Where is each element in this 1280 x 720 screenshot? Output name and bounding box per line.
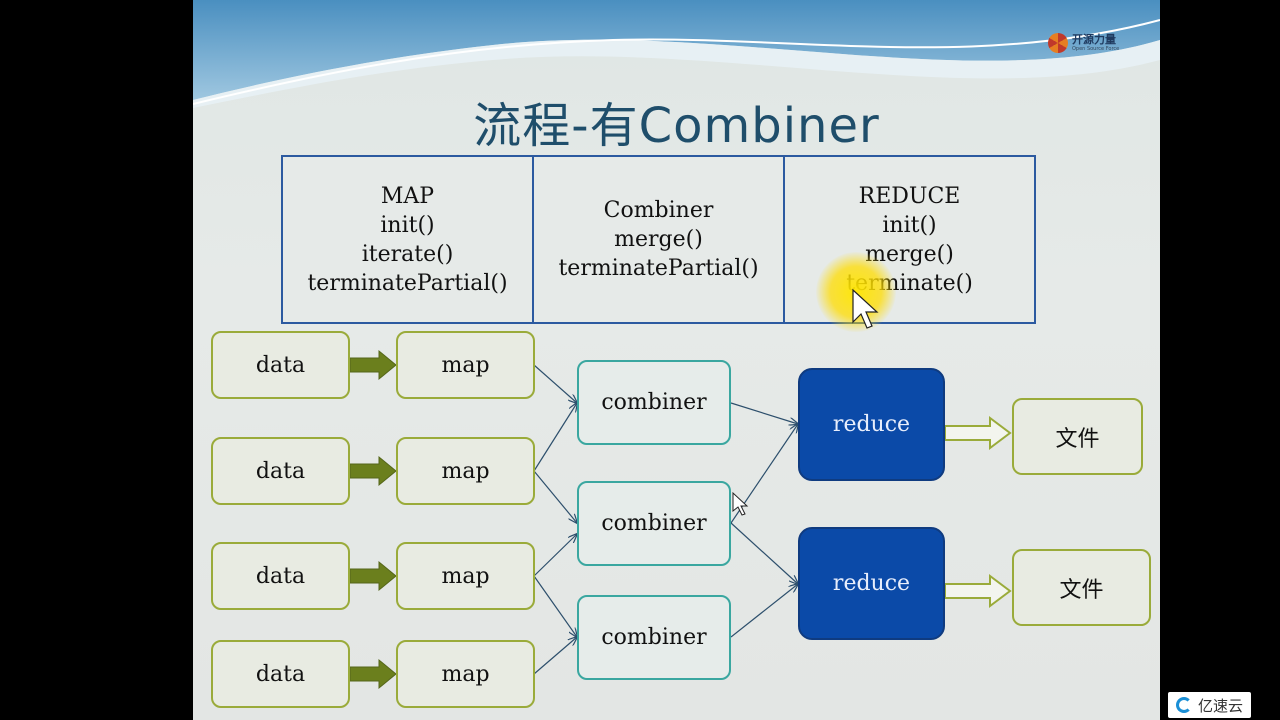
reduce-to-file-arrows xyxy=(944,416,1012,608)
data-map-arrow xyxy=(349,349,397,381)
phase-line: REDUCE xyxy=(858,183,961,209)
phase-line: terminatePartial() xyxy=(558,256,759,281)
watermark-logo-icon xyxy=(1176,697,1192,713)
brand-logo: 开源力量 Open Source Force xyxy=(1048,28,1138,58)
slide: 开源力量 Open Source Force 流程-有Combiner MAP … xyxy=(193,0,1160,720)
data-node: data xyxy=(211,437,350,505)
logo-text-cn: 开源力量 xyxy=(1072,33,1116,46)
combiner-node: combiner xyxy=(577,360,731,445)
phase-line: terminatePartial() xyxy=(307,270,508,296)
output-file-node: 文件 xyxy=(1012,549,1151,626)
reduce-file-arrow xyxy=(944,574,1012,608)
phase-line: init() xyxy=(882,212,937,238)
combiner-reduce-arrow xyxy=(730,402,798,424)
cursor-highlight xyxy=(816,252,896,332)
combiner-node: combiner xyxy=(577,595,731,680)
logo-mark-icon xyxy=(1048,33,1068,53)
map-to-combiner-arrows xyxy=(533,364,577,675)
data-map-arrow xyxy=(349,560,397,592)
combiner-node: combiner xyxy=(577,481,731,566)
watermark-text: 亿速云 xyxy=(1198,696,1244,715)
data-map-arrow xyxy=(349,455,397,487)
data-node: data xyxy=(211,542,350,610)
phase-cell-combiner: Combiner merge() terminatePartial() xyxy=(534,157,785,322)
map-node: map xyxy=(396,437,535,505)
slide-title: 流程-有Combiner xyxy=(473,98,880,154)
map-node: map xyxy=(396,640,535,708)
map-combiner-arrow xyxy=(533,534,577,577)
data-to-map-arrows xyxy=(349,349,397,690)
phase-table: MAP init() iterate() terminatePartial() … xyxy=(281,155,1036,324)
reduce-node: reduce xyxy=(798,368,945,481)
phase-line: iterate() xyxy=(361,241,454,267)
map-node: map xyxy=(396,331,535,399)
combiner-reduce-arrow xyxy=(730,522,798,584)
combiner-reduce-arrow xyxy=(730,584,798,638)
phase-cell-map: MAP init() iterate() terminatePartial() xyxy=(283,157,534,322)
map-node: map xyxy=(396,542,535,610)
watermark: 亿速云 xyxy=(1168,692,1252,718)
map-combiner-arrow xyxy=(533,575,577,637)
map-combiner-arrow xyxy=(533,637,577,675)
phase-line: MAP xyxy=(380,183,435,209)
reduce-file-arrow xyxy=(944,416,1012,450)
combiner-reduce-arrow xyxy=(730,424,798,524)
output-file-node: 文件 xyxy=(1012,398,1143,475)
reduce-node: reduce xyxy=(798,527,945,640)
phase-line: merge() xyxy=(614,227,703,252)
phase-line: Combiner xyxy=(603,198,714,223)
pointer-icon xyxy=(732,491,749,516)
data-node: data xyxy=(211,331,350,399)
map-combiner-arrow xyxy=(533,470,577,523)
data-map-arrow xyxy=(349,658,397,690)
data-node: data xyxy=(211,640,350,708)
logo-text-en: Open Source Force xyxy=(1072,46,1120,52)
map-combiner-arrow xyxy=(533,364,577,403)
combiner-to-reduce-arrows xyxy=(730,402,798,638)
map-combiner-arrow xyxy=(533,403,577,472)
phase-line: init() xyxy=(380,212,435,238)
header-wave-decoration xyxy=(193,0,1160,108)
